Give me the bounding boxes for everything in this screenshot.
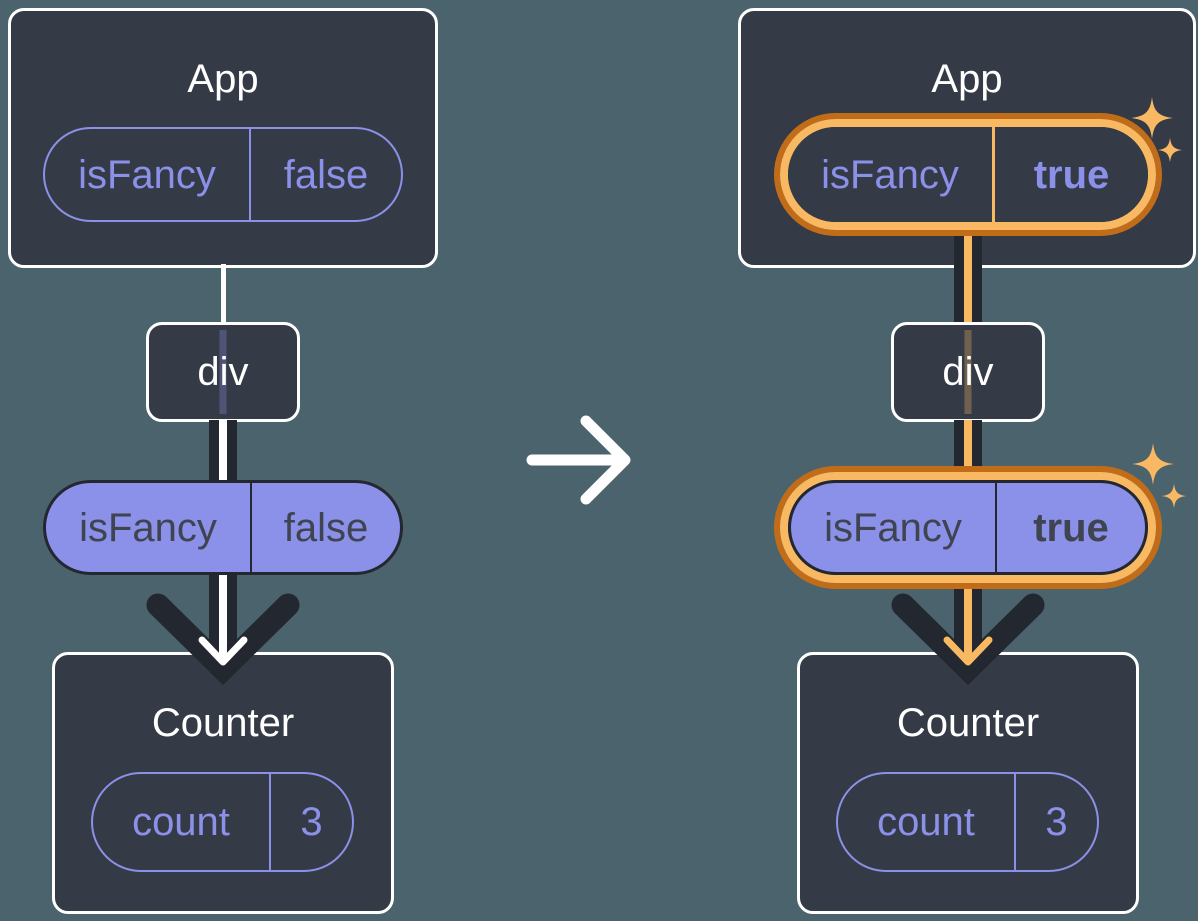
arrow-down-icon [891, 573, 1045, 686]
prop-name: isFancy [821, 152, 959, 197]
state-value: 3 [1014, 774, 1097, 870]
div-node: div [891, 322, 1045, 422]
prop-name: isFancy [78, 152, 216, 197]
div-label: div [942, 350, 994, 394]
state-name: count [132, 800, 230, 844]
passed-prop-pill: isFancy false [43, 480, 403, 575]
tree-edge [221, 264, 226, 326]
passed-prop-pill: isFancy true [788, 480, 1148, 575]
highlight-ring: isFancy true [774, 113, 1162, 236]
state-name: count [877, 800, 975, 844]
prop-flow-stripe [964, 330, 972, 414]
state-pill: count 3 [836, 772, 1099, 872]
sparkle-icon [1132, 443, 1174, 485]
app-title: App [931, 57, 1003, 101]
state-value: 3 [269, 774, 352, 870]
prop-value: false [249, 129, 401, 220]
prop-pipe [209, 420, 237, 484]
sparkle-icon [1157, 137, 1183, 163]
sparkle-icon [1131, 97, 1173, 139]
prop-value: true [992, 127, 1148, 222]
prop-value: true [995, 483, 1145, 572]
prop-flow-stripe [219, 330, 227, 414]
sparkle-icon [1161, 483, 1187, 509]
prop-name: isFancy [79, 505, 217, 550]
app-prop-pill: isFancy false [43, 127, 403, 222]
prop-name: isFancy [824, 505, 962, 550]
arrow-down-icon [146, 573, 300, 686]
prop-pipe [954, 232, 982, 326]
counter-title: Counter [151, 701, 295, 745]
app-prop-pill: isFancy true [788, 127, 1148, 222]
prop-value: false [250, 483, 400, 572]
app-title: App [187, 57, 259, 101]
transition-arrow-icon [526, 415, 631, 505]
counter-title: Counter [896, 701, 1040, 745]
div-label: div [197, 350, 249, 394]
highlight-ring: isFancy true [774, 466, 1162, 589]
div-node: div [146, 322, 300, 422]
state-pill: count 3 [91, 772, 354, 872]
